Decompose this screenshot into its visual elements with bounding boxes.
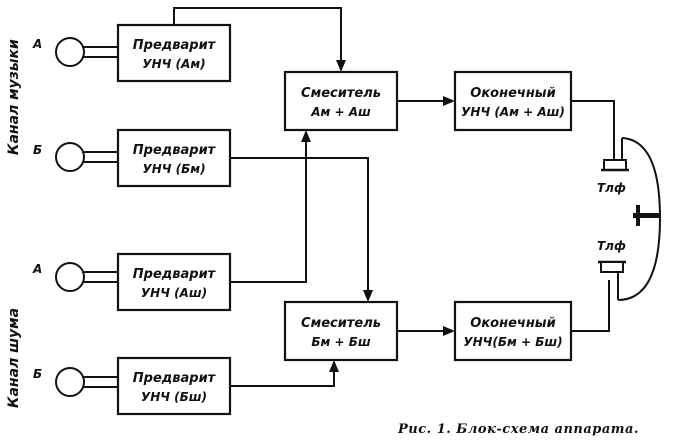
input-letter: А xyxy=(32,37,42,51)
mixer-block-b: Смеситель Бм + Бш xyxy=(283,300,399,362)
input-letter: Б xyxy=(33,143,42,157)
final-amp-block-b: Оконечный УНЧ(Бм + Бш) xyxy=(453,300,573,362)
music-channel-label: Канал музыки xyxy=(6,39,22,155)
block-title: Предварит xyxy=(133,371,217,386)
final-amp-block-a: Оконечный УНЧ (Ам + Аш) xyxy=(453,70,573,132)
block-title: Предварит xyxy=(133,267,217,282)
wire-bsh-to-mixer-b xyxy=(230,360,339,387)
noise-channel-label: Канал шума xyxy=(6,308,22,408)
preamp-block-bm: Предварит УНЧ (Бм) xyxy=(116,128,232,188)
wire-am-to-mixer-a xyxy=(173,7,346,72)
figure-caption: Рис. 1. Блок-схема аппарата. xyxy=(397,422,639,437)
block-subtitle: Ам + Аш xyxy=(310,105,371,119)
wire-final-b-to-phone xyxy=(571,280,610,332)
block-title: Смеситель xyxy=(301,316,381,331)
preamp-block-am: Предварит УНЧ (Ам) xyxy=(116,23,232,83)
block-subtitle: Бм + Бш xyxy=(311,335,371,349)
block-subtitle: УНЧ (Ам) xyxy=(142,57,205,71)
block-title: Оконечный xyxy=(470,86,555,101)
block-subtitle: УНЧ (Бм) xyxy=(142,162,205,176)
input-letter: А xyxy=(32,262,42,276)
wire-mixer-a-to-final-a xyxy=(397,96,455,106)
wire-final-a-to-phone xyxy=(571,100,615,160)
block-subtitle: УНЧ(Бм + Бш) xyxy=(463,335,562,349)
block-title: Предварит xyxy=(133,143,217,158)
preamp-block-ash: Предварит УНЧ (Аш) xyxy=(116,252,232,312)
block-title: Смеситель xyxy=(301,86,381,101)
input-letter: Б xyxy=(33,367,42,381)
block-title: Предварит xyxy=(133,38,217,53)
wire-ash-to-mixer-a xyxy=(230,130,311,283)
mixer-block-a: Смеситель Ам + Аш xyxy=(283,70,399,132)
block-subtitle: УНЧ (Аш) xyxy=(141,286,207,300)
input-b-noise: Б xyxy=(33,367,118,397)
wire-mixer-b-to-final-b xyxy=(397,326,455,336)
wire-bm-to-mixer-b xyxy=(230,157,373,302)
input-a-noise: А xyxy=(32,262,118,292)
input-a-music: А xyxy=(32,37,118,67)
preamp-block-bsh: Предварит УНЧ (Бш) xyxy=(116,356,232,416)
block-title: Оконечный xyxy=(470,316,555,331)
headphone-icon xyxy=(598,137,662,301)
block-subtitle: УНЧ (Ам + Аш) xyxy=(461,105,565,119)
phone-label-upper: Тлф xyxy=(597,181,626,195)
phone-label-lower: Тлф xyxy=(597,239,626,253)
input-b-music: Б xyxy=(33,142,118,172)
block-subtitle: УНЧ (Бш) xyxy=(141,390,207,404)
